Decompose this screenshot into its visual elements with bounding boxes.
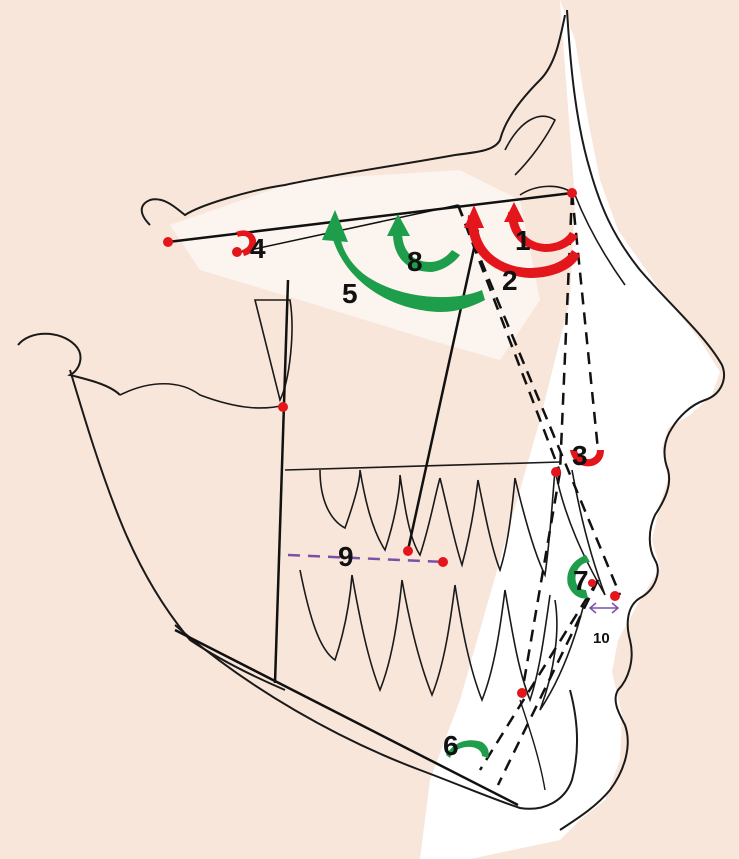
landmark-articulare bbox=[278, 402, 288, 412]
landmark-incisal-lower bbox=[588, 579, 596, 587]
landmark-upper-incisor-tip bbox=[438, 557, 448, 567]
label-2: 2 bbox=[502, 265, 518, 296]
label-6: 6 bbox=[443, 730, 459, 761]
label-3: 3 bbox=[572, 440, 588, 471]
landmark-upper-molar bbox=[403, 546, 413, 556]
label-8: 8 bbox=[407, 246, 423, 277]
landmark-orbitale bbox=[232, 247, 242, 257]
landmark-nasion bbox=[567, 188, 577, 198]
landmark-a-point bbox=[551, 467, 561, 477]
landmark-porion bbox=[163, 237, 173, 247]
label-4: 4 bbox=[250, 233, 266, 264]
landmark-lip bbox=[610, 591, 620, 601]
label-7: 7 bbox=[573, 565, 589, 596]
label-9: 9 bbox=[338, 541, 354, 572]
label-1: 1 bbox=[515, 225, 531, 256]
label-5: 5 bbox=[342, 278, 358, 309]
landmark-b-point bbox=[517, 688, 527, 698]
label-10: 10 bbox=[593, 630, 610, 647]
